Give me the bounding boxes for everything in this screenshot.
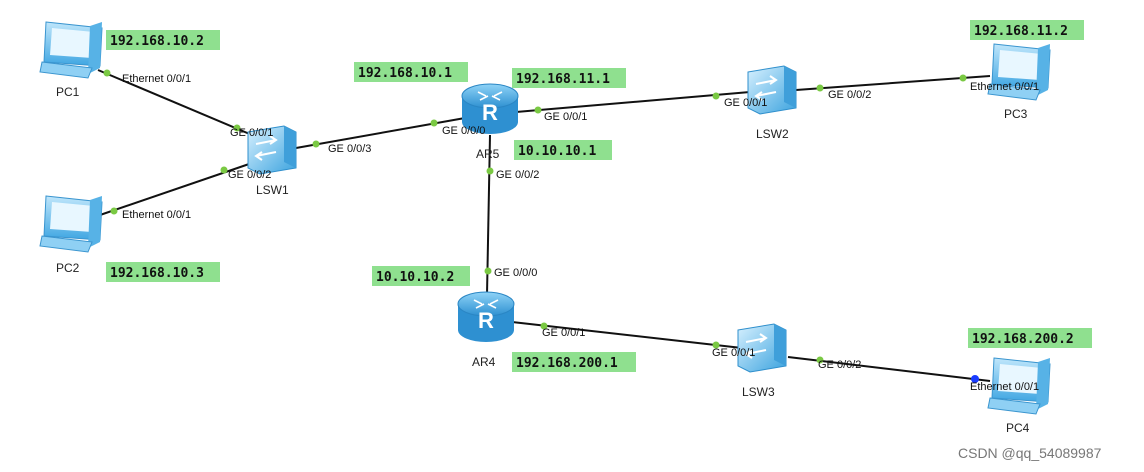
port-dot <box>103 69 111 77</box>
svg-text:192.168.11.2: 192.168.11.2 <box>974 24 1068 39</box>
pc1-label: PC1 <box>56 85 80 99</box>
svg-text:192.168.200.2: 192.168.200.2 <box>972 332 1074 347</box>
ip-label-ar5-g2: 10.10.10.1 <box>514 140 612 160</box>
port-dot <box>712 92 720 100</box>
switch-icon[interactable] <box>747 65 797 115</box>
port-dot <box>233 124 241 132</box>
pc-icon[interactable] <box>39 21 103 79</box>
svg-text:192.168.10.1: 192.168.10.1 <box>358 66 452 81</box>
port-dot <box>959 74 967 82</box>
port-dot-blue <box>971 375 979 383</box>
port-dot <box>220 166 228 174</box>
svg-text:192.168.200.1: 192.168.200.1 <box>516 356 618 371</box>
port-label-lsw1-g3: GE 0/0/3 <box>328 143 371 155</box>
ip-label-ar5-g0: 192.168.10.1 <box>354 62 468 82</box>
links <box>97 69 991 382</box>
port-label-pc1: Ethernet 0/0/1 <box>122 73 191 85</box>
port-label-ar5-g1: GE 0/0/1 <box>544 111 587 123</box>
svg-text:192.168.10.2: 192.168.10.2 <box>110 34 204 49</box>
lsw1-label: LSW1 <box>256 183 289 197</box>
port-label-ar5-g0: GE 0/0/0 <box>442 125 485 137</box>
pc3-label: PC3 <box>1004 107 1028 121</box>
port-label-lsw1-g1: GE 0/0/1 <box>230 127 273 139</box>
port-dot <box>484 267 492 275</box>
router-icon[interactable]: R <box>457 291 515 342</box>
lsw2-label: LSW2 <box>756 127 789 141</box>
link-lsw2-pc3[interactable] <box>795 75 991 91</box>
svg-text:192.168.11.1: 192.168.11.1 <box>516 72 610 87</box>
ip-label-pc1: 192.168.10.2 <box>106 30 220 50</box>
port-label-lsw1-g2: GE 0/0/2 <box>228 169 271 181</box>
port-labels: Ethernet 0/0/1 Ethernet 0/0/1 GE 0/0/1 G… <box>122 73 1039 393</box>
port-dots <box>103 69 979 383</box>
ip-labels: 192.168.10.2 192.168.10.3 192.168.10.1 1… <box>106 20 1092 372</box>
pc-icon[interactable] <box>39 195 103 253</box>
switch-icon[interactable] <box>737 323 787 373</box>
pc-icon[interactable] <box>987 43 1051 101</box>
port-label-ar4-g1: GE 0/0/1 <box>542 327 585 339</box>
port-dot <box>540 322 548 330</box>
router-icon[interactable]: R <box>461 83 519 134</box>
pc2-label: PC2 <box>56 261 80 275</box>
port-label-lsw2-g1: GE 0/0/1 <box>724 97 767 109</box>
ip-label-ar4-g0: 10.10.10.2 <box>372 266 470 286</box>
port-label-lsw3-g2: GE 0/0/2 <box>818 359 861 371</box>
port-dot <box>816 84 824 92</box>
port-label-pc2: Ethernet 0/0/1 <box>122 209 191 221</box>
ip-label-pc4: 192.168.200.2 <box>968 328 1092 348</box>
svg-text:R: R <box>478 308 494 333</box>
switch-icon[interactable] <box>247 125 297 175</box>
port-dot <box>486 167 494 175</box>
ip-label-ar4-g1: 192.168.200.1 <box>512 352 636 372</box>
svg-text:10.10.10.1: 10.10.10.1 <box>518 144 596 159</box>
watermark: CSDN @qq_54089987 <box>958 445 1102 461</box>
port-dot <box>712 341 720 349</box>
ar4-label: AR4 <box>472 355 496 369</box>
pc-icon[interactable] <box>987 357 1051 415</box>
ip-label-pc2: 192.168.10.3 <box>106 262 220 282</box>
port-label-ar5-g2: GE 0/0/2 <box>496 169 539 181</box>
port-label-lsw2-g2: GE 0/0/2 <box>828 89 871 101</box>
svg-text:10.10.10.2: 10.10.10.2 <box>376 270 454 285</box>
port-label-ar4-g0: GE 0/0/0 <box>494 267 537 279</box>
ip-label-ar5-g1: 192.168.11.1 <box>512 68 626 88</box>
pc4-label: PC4 <box>1006 421 1030 435</box>
ip-label-pc3: 192.168.11.2 <box>970 20 1084 40</box>
port-label-pc3: Ethernet 0/0/1 <box>970 81 1039 93</box>
link-lsw1-ar5[interactable] <box>295 117 466 149</box>
svg-text:R: R <box>482 100 498 125</box>
port-dot <box>312 140 320 148</box>
port-label-pc4: Ethernet 0/0/1 <box>970 381 1039 393</box>
link-ar5-lsw2[interactable] <box>515 91 751 113</box>
lsw3-label: LSW3 <box>742 385 775 399</box>
svg-text:192.168.10.3: 192.168.10.3 <box>110 266 204 281</box>
port-dot <box>534 106 542 114</box>
port-label-lsw3-g1: GE 0/0/1 <box>712 347 755 359</box>
port-dot <box>816 356 824 364</box>
link-pc1-lsw1[interactable] <box>97 69 253 136</box>
link-ar4-lsw3[interactable] <box>511 321 743 349</box>
port-dot <box>110 207 118 215</box>
ar5-label: AR5 <box>476 147 500 161</box>
port-dot <box>430 119 438 127</box>
